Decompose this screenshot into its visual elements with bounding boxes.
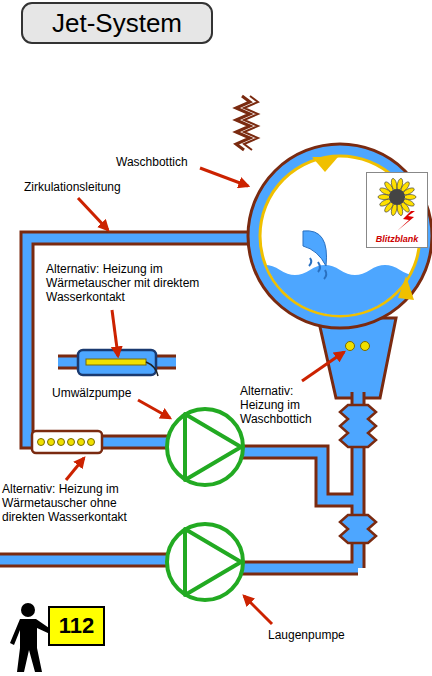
wash-water	[250, 265, 430, 340]
person-pictogram	[10, 603, 52, 672]
pump-symbol	[185, 414, 241, 480]
drum-lifter	[398, 276, 414, 300]
part-label: Umwälzpumpe	[52, 386, 162, 400]
circulation-pump	[167, 409, 243, 485]
part-label: Alternativ: Heizung im Wärmetauscher mit…	[46, 262, 226, 304]
drum-lifter	[312, 157, 338, 172]
logo-sun	[367, 175, 427, 231]
heater-coils	[38, 439, 95, 446]
part-label: Waschbottich	[116, 155, 216, 169]
bellows	[340, 515, 376, 543]
heating-rod	[86, 359, 146, 365]
pump-symbol	[185, 529, 241, 595]
sump	[318, 318, 396, 398]
part-label: Zirkulationsleitung	[24, 180, 164, 194]
title: Jet-System	[22, 8, 212, 38]
heat-exchanger	[32, 431, 102, 453]
drain-pump	[167, 524, 243, 600]
part-label: Alternativ: Heizung im Wärmetauscher ohn…	[2, 482, 162, 524]
heater-element	[361, 342, 370, 351]
callout-number: 112	[48, 606, 105, 646]
water-jet	[309, 258, 326, 279]
brand-logo: Blitzblank	[366, 172, 428, 248]
title-frame	[22, 3, 212, 43]
squiggle	[244, 96, 258, 150]
part-label: Laugenpumpe	[268, 628, 388, 642]
bellows	[340, 405, 376, 447]
heater-element	[346, 342, 355, 351]
water-jet	[303, 231, 327, 266]
heater-cable	[146, 362, 158, 376]
brand-name: Blitzblank	[376, 234, 419, 244]
part-label: Alternativ: Heizung im Waschbottich	[240, 384, 340, 426]
callout-text: 112	[59, 613, 95, 638]
